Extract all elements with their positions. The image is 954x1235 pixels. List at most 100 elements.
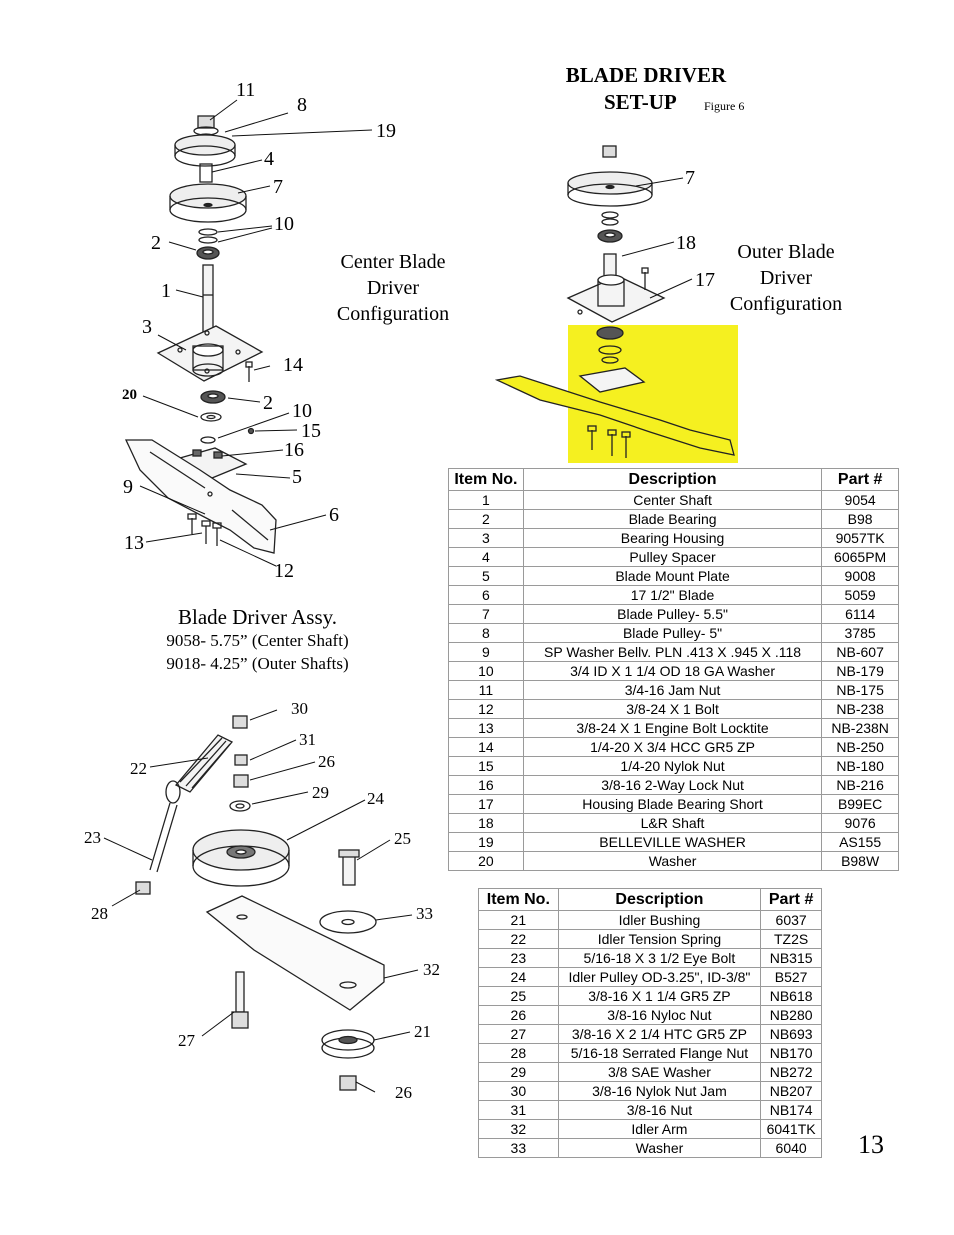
idler-callout-26b: 26 [395, 1083, 412, 1102]
cell-part-number: 9076 [821, 813, 899, 833]
cell-part-number: 9008 [821, 566, 899, 586]
cell-description: 3/8-24 X 1 Bolt [522, 699, 823, 719]
cell-description: Idler Bushing [557, 910, 762, 930]
cell-part-number: NB315 [760, 948, 822, 968]
cell-part-number: NB-238N [821, 718, 899, 738]
cell-description: Center Shaft [522, 490, 823, 510]
idler-callout-28: 28 [91, 904, 108, 923]
cell-part-number: NB-216 [821, 775, 899, 795]
cell-part-number: NB170 [760, 1043, 822, 1063]
cell-part-number: NB-179 [821, 661, 899, 681]
callout-9: 9 [123, 476, 133, 498]
outer-config-caption: Outer Blade Driver Configuration [716, 239, 856, 317]
cell-description: Washer [522, 851, 823, 871]
cell-description: 3/8-24 X 1 Engine Bolt Locktite [522, 718, 823, 738]
cell-part-number: 9057TK [821, 528, 899, 548]
header-part-number: Part # [821, 468, 899, 491]
center-config-line2: Driver [366, 277, 420, 299]
callout-11: 11 [236, 79, 256, 101]
cell-item-no: 1 [448, 490, 524, 510]
cell-description: Blade Pulley- 5" [522, 623, 823, 643]
cell-part-number: 5059 [821, 585, 899, 605]
cell-description: 1/4-20 Nylok Nut [522, 756, 823, 776]
figure-label: Figure 6 [704, 99, 745, 113]
cell-item-no: 30 [478, 1081, 559, 1101]
cell-item-no: 32 [478, 1119, 559, 1139]
cell-item-no: 6 [448, 585, 524, 605]
cell-item-no: 31 [478, 1100, 559, 1120]
cell-description: Blade Pulley- 5.5" [522, 604, 823, 624]
cell-part-number: 6040 [760, 1138, 822, 1158]
cell-part-number: AS155 [821, 832, 899, 852]
cell-description: 3/8-16 Nut [557, 1100, 762, 1120]
cell-description: Bearing Housing [522, 528, 823, 548]
cell-item-no: 16 [448, 775, 524, 795]
cell-description: 3/4 ID X 1 1/4 OD 18 GA Washer [522, 661, 823, 681]
cell-description: 3/8-16 Nylok Nut Jam [557, 1081, 762, 1101]
table-header-row: Item No. Description Part # [448, 468, 899, 491]
center-config-caption: Center Blade Driver Configuration [322, 249, 464, 327]
cell-item-no: 10 [448, 661, 524, 681]
header-item-no: Item No. [478, 888, 559, 911]
cell-description: Idler Pulley OD-3.25", ID-3/8" [557, 967, 762, 987]
cell-part-number: NB174 [760, 1100, 822, 1120]
cell-part-number: 6114 [821, 604, 899, 624]
cell-description: 3/8 SAE Washer [557, 1062, 762, 1082]
cell-description: 5/16-18 Serrated Flange Nut [557, 1043, 762, 1063]
callout-7: 7 [273, 176, 283, 198]
figure-title-line1: BLADE DRIVER [565, 63, 727, 87]
cell-part-number: 6037 [760, 910, 822, 930]
cell-item-no: 21 [478, 910, 559, 930]
outer-config-line1: Outer Blade [737, 241, 835, 263]
cell-description: 1/4-20 X 3/4 HCC GR5 ZP [522, 737, 823, 757]
header-description: Description [522, 468, 823, 491]
callout-12: 12 [274, 560, 294, 582]
assembly-line2: 9018- 4.25” (Outer Shafts) [166, 654, 349, 673]
cell-description: Washer [557, 1138, 762, 1158]
cell-item-no: 18 [448, 813, 524, 833]
cell-item-no: 9 [448, 642, 524, 662]
cell-description: 3/4-16 Jam Nut [522, 680, 823, 700]
cell-item-no: 19 [448, 832, 524, 852]
assembly-line1: 9058- 5.75” (Center Shaft) [166, 631, 349, 650]
cell-item-no: 12 [448, 699, 524, 719]
callout-2b: 2 [263, 392, 273, 414]
callout-16: 16 [284, 439, 304, 461]
header-description: Description [557, 888, 762, 911]
callout-1: 1 [161, 280, 171, 302]
cell-part-number: NB-175 [821, 680, 899, 700]
callout-2: 2 [151, 232, 161, 254]
cell-description: 17 1/2" Blade [522, 585, 823, 605]
idler-callout-29: 29 [312, 783, 329, 802]
cell-description: 5/16-18 X 3 1/2 Eye Bolt [557, 948, 762, 968]
cell-part-number: NB207 [760, 1081, 822, 1101]
cell-part-number: B99EC [821, 794, 899, 814]
cell-part-number: TZ2S [760, 929, 822, 949]
cell-item-no: 28 [478, 1043, 559, 1063]
cell-item-no: 26 [478, 1005, 559, 1025]
center-config-line3: Configuration [336, 303, 450, 325]
idler-callout-23: 23 [84, 828, 101, 847]
cell-part-number: 3785 [821, 623, 899, 643]
cell-item-no: 13 [448, 718, 524, 738]
